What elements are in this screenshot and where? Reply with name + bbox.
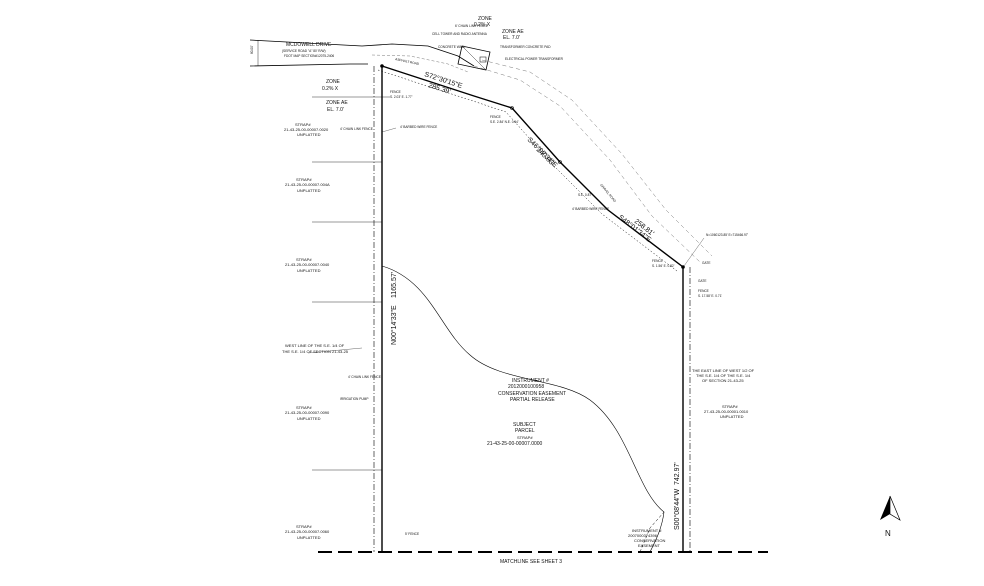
gate-label: GATE (702, 261, 710, 265)
east-parcel-labels: THE EAST LINE OF WEST 1/2 OF THE S.E. 1/… (692, 368, 755, 419)
parcel-1-status: UNPLATTED (297, 132, 321, 137)
bearing-east-dist: 742.97' (674, 462, 681, 485)
parcel-5-id: 21-43-25-00-00007.0060 (285, 529, 330, 534)
fence-note-2: FENCE (490, 115, 501, 119)
chain-fence-left-label: 4' CHAIN LINK FENCE (340, 127, 373, 131)
barbed-fence-1-label: 4' BARBED WIRE FENCE (400, 125, 437, 129)
concrete-wall-label: CONCRETE WALL (438, 45, 466, 49)
west-line-1: WEST LINE OF THE S.E. 1/4 OF (285, 343, 345, 348)
parcel-4-label: STRAP# (296, 405, 312, 410)
subject-line1: SUBJECT (513, 422, 536, 428)
instrument-1-label: INSTRUMENT # (512, 378, 549, 384)
fence-note-1: FENCE (390, 90, 401, 94)
row-note-lower: GRAVEL ROAD (599, 183, 617, 203)
conservation-easement: INSTRUMENT # 2012000100958 CONSERVATION … (381, 265, 665, 553)
parcel-1-label: STRAP# (295, 122, 311, 127)
fence-note-2-vals: S.E. 2.84' N.E. 0.54' (490, 120, 519, 124)
bearing-labels: S72°30'15"E 285.39' S46°07'34"E 240.03' … (390, 70, 681, 530)
matchline-label: MATCHLINE SEE SHEET 3 (500, 559, 562, 565)
instrument-2-num: 2007000374396 (628, 533, 658, 538)
instrument-1-num: 2012000100958 (508, 384, 544, 390)
east-line-3: OF SECTION 21-43-25 (702, 378, 744, 383)
fence-note-1-vals: S. 2.03' E. 1.77' (390, 95, 413, 99)
fence-note-3: FENCE (652, 259, 663, 263)
zone-left: ZONE (326, 79, 341, 85)
fence-note-4: FENCE (698, 289, 709, 293)
road-service: (SERVICE ROAD "A" 80' R/W) (282, 49, 326, 53)
fence-bottom-label: 5' FENCE (405, 532, 419, 536)
cell-tower-label: CELL TOWER AND RADIO ANTENNA (432, 32, 488, 36)
east-parcel-id: 27-43-25-00-00001.0010 (704, 409, 749, 414)
parcel-1-id: 21-43-25-00-00007.0020 (284, 127, 329, 132)
parcel-5-label: STRAP# (296, 524, 312, 529)
subject-strap-id: 21-43-25-00-00007.0000 (487, 441, 543, 447)
elec-transformer-label: ELECTRICAL POWER TRANSFORMER (505, 57, 564, 61)
road-name: MCDOWELL DRIVE (286, 42, 332, 48)
transformer-pad-label: TRANSFORMER CONCRETE PAD (500, 45, 551, 49)
bearing-east: S00°08'44"W (673, 488, 681, 530)
zone-top-ae: ZONE AE (502, 29, 524, 35)
parcel-2-label: STRAP# (296, 177, 312, 182)
east-parcel-status: UNPLATTED (720, 414, 744, 419)
east-parcel-label: STRAP# (722, 404, 738, 409)
subject-parcel-label: SUBJECT PARCEL STRAP# 21-43-25-00-00007.… (487, 422, 543, 447)
zone-top-el: EL. 7.0' (503, 35, 520, 41)
feature-notes: FENCE S. 2.03' E. 1.77' FENCE S.E. 2.84'… (340, 90, 749, 536)
parcel-5-status: UNPLATTED (297, 535, 321, 540)
bearing-west: N00°14'33"E (390, 305, 398, 345)
road-map-ref: FDOT MAP SECTION#12075-2406 (284, 54, 334, 58)
zone-top-val: 0.2% X (474, 22, 491, 28)
chain-fence-left-2-label: 4' CHAIN LINK FENCE (348, 375, 381, 379)
subject-strap-label: STRAP# (517, 435, 533, 440)
parcel-boundary (373, 64, 691, 552)
gate-label-2: GATE (698, 279, 706, 283)
zone-left-el: EL. 7.0' (327, 107, 344, 113)
bearing-west-dist: 1165.57' (391, 272, 398, 298)
west-parcel-labels: STRAP# 21-43-25-00-00007.0020 UNPLATTED … (282, 122, 349, 540)
parcel-2-id: 21-43-25-00-00007.004A (285, 182, 330, 187)
row-note: ASPHALT ROAD (395, 57, 420, 66)
west-line-2: THE S.E. 1/4 OF SECTION 21-43-25 (282, 349, 349, 354)
instrument-2-desc1: CONSERVATION (634, 538, 665, 543)
road: 80.00' MCDOWELL DRIVE (SERVICE ROAD "A" … (249, 39, 713, 263)
road-width-dim: 80.00' (250, 45, 254, 54)
instrument-1-desc1: CONSERVATION EASEMENT (498, 391, 566, 397)
zone-left-val: 0.2% X (322, 86, 339, 92)
parcel-2-status: UNPLATTED (297, 188, 321, 193)
flood-zone-labels: ZONE 0.2% X ZONE AE EL. 7.0' ZONE 0.2% X… (312, 16, 524, 113)
chain-fence-top-label: 6' CHAIN LINK FENCE (455, 24, 488, 28)
instrument-1-desc2: PARTIAL RELEASE (510, 397, 555, 403)
fence-note-3-vals: S. 1.56' E. 0.82' (652, 264, 675, 268)
parcel-4-status: UNPLATTED (297, 416, 321, 421)
parcel-3-id: 21-43-25-00-00007.0040 (285, 262, 330, 267)
cell-tower-compound: 6' CHAIN LINK FENCE CELL TOWER AND RADIO… (432, 24, 564, 71)
fence-note-4-vals: S. 17.58' E. 0.71' (698, 294, 722, 298)
bearing-2-dist: 240.03' (535, 146, 556, 167)
zone-top: ZONE (478, 16, 493, 22)
adjoining-lines (307, 161, 382, 471)
parcel-3-label: STRAP# (296, 257, 312, 262)
matchline: MATCHLINE SEE SHEET 3 (318, 551, 768, 565)
north-arrow: N (880, 495, 901, 538)
irrigation-pump-label: IRRIGATION PUMP (340, 397, 368, 401)
parcel-3-status: UNPLATTED (297, 268, 321, 273)
instrument-2-label: INSTRUMENT # (632, 528, 662, 533)
east-line-2: THE S.E. 1/4 OF THE S.E. 1/4 (696, 373, 751, 378)
instrument-2-desc2: EASEMENT (638, 543, 661, 548)
barbed-fence-2-label: 4' BARBED WIRE FENCE (572, 207, 609, 211)
subject-line2: PARCEL (515, 428, 535, 434)
fence-note-5: S.E. 0.87' (578, 193, 592, 197)
east-line-1: THE EAST LINE OF WEST 1/2 OF (692, 368, 755, 373)
coords-note: N=1060123.85' E=715466.97' (706, 233, 749, 237)
north-label: N (885, 529, 891, 538)
zone-left-ae: ZONE AE (326, 100, 348, 106)
parcel-4-id: 21-43-25-00-00007.0090 (285, 410, 330, 415)
